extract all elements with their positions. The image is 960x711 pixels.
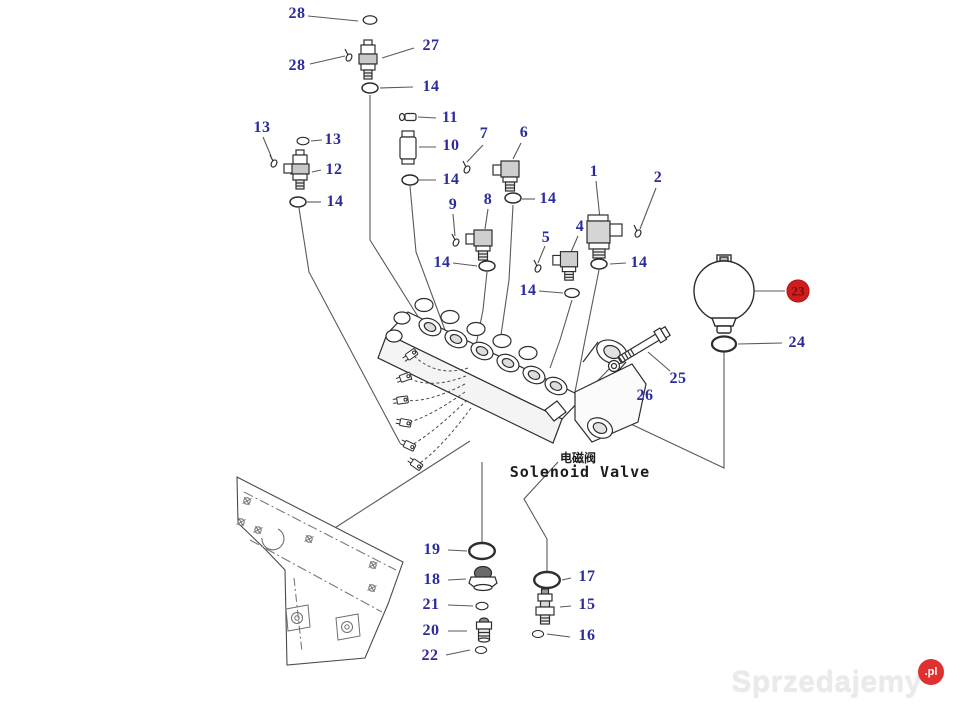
callout-14: 14 (442, 171, 460, 188)
accumulator-part-23-drawing (693, 254, 755, 334)
callout-25: 25 (669, 370, 687, 387)
callout-12: 12 (325, 161, 343, 178)
callout-27: 27 (422, 37, 440, 54)
callout-19: 19 (423, 541, 441, 558)
callout-18: 18 (423, 571, 441, 588)
callout-17: 17 (578, 568, 596, 585)
fitting-side-port (283, 163, 293, 174)
bolt-part-25-drawing (617, 325, 671, 364)
callout-13: 13 (253, 119, 271, 136)
callout-2: 2 (653, 169, 663, 186)
callout-14: 14 (519, 282, 537, 299)
callout-5: 5 (541, 229, 551, 246)
callout-11: 11 (441, 109, 459, 126)
callout-14: 14 (539, 190, 557, 207)
callout-1: 1 (589, 163, 599, 180)
leader-lines (262, 15, 785, 656)
callout-4: 4 (575, 218, 585, 235)
caption-chinese: 电磁阀 (560, 450, 596, 465)
caption-english: Solenoid Valve (510, 463, 650, 481)
callout-10: 10 (442, 137, 460, 154)
callout-8: 8 (483, 191, 493, 208)
callout-6: 6 (519, 124, 529, 141)
solenoid-valve-manifold-drawing (377, 297, 647, 472)
callout-22: 22 (421, 647, 439, 664)
callout-28: 28 (288, 57, 306, 74)
watermark: Sprzedajemy .pl (731, 659, 944, 699)
callout-24: 24 (788, 334, 806, 351)
callout-26: 26 (636, 387, 654, 404)
callout-7: 7 (479, 125, 489, 142)
callout-14: 14 (433, 254, 451, 271)
callout-13: 13 (324, 131, 342, 148)
mounting-bracket-drawing (235, 476, 404, 666)
callout-21: 21 (422, 596, 440, 613)
callout-16: 16 (578, 627, 596, 644)
callout-20: 20 (422, 622, 440, 639)
callout-14: 14 (630, 254, 648, 271)
callout-14: 14 (422, 78, 440, 95)
callout-23-highlighted: 23 (786, 279, 810, 303)
callout-14: 14 (326, 193, 344, 210)
callout-28: 28 (288, 5, 306, 22)
watermark-text: Sprzedajemy (731, 665, 922, 698)
callout-9: 9 (448, 196, 458, 213)
callout-15: 15 (578, 596, 596, 613)
watermark-pl-badge: .pl (918, 659, 944, 685)
